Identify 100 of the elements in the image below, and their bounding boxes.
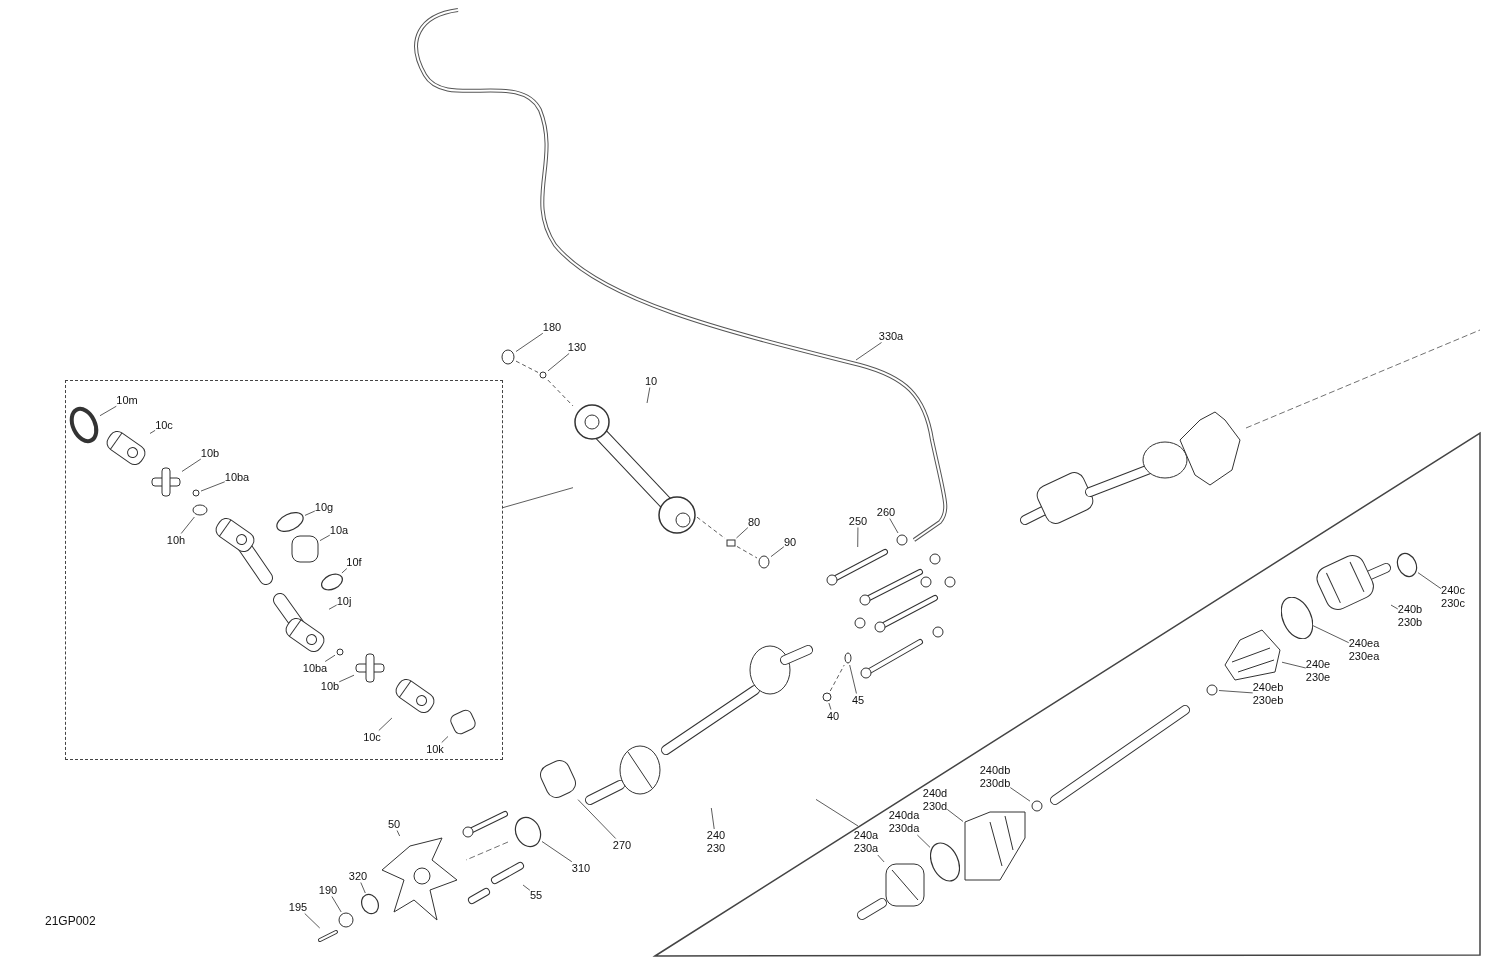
callout-number: 230da xyxy=(888,822,920,835)
drive-shaft xyxy=(1018,410,1243,526)
leader-line xyxy=(1312,625,1350,644)
leader-line xyxy=(547,353,570,372)
bolt xyxy=(825,547,890,587)
clamp xyxy=(1030,799,1044,813)
leader-line xyxy=(328,604,338,610)
leader-line xyxy=(181,458,202,472)
leader-line xyxy=(946,809,964,822)
callout-number: 40 xyxy=(826,709,840,723)
leader-line xyxy=(916,834,931,848)
leader-line xyxy=(502,487,574,508)
callout-number: 230eb xyxy=(1252,694,1284,707)
callout-number: 330a xyxy=(878,329,904,343)
center-line xyxy=(515,360,539,373)
leader-line xyxy=(815,799,859,827)
seal-ring xyxy=(68,405,100,445)
clamp-band xyxy=(1281,597,1313,639)
callout-number: 10b xyxy=(320,679,340,693)
leader-line xyxy=(1009,787,1031,802)
callout-number: 240b xyxy=(1397,603,1423,616)
ring xyxy=(319,573,345,591)
leader-line xyxy=(1218,690,1254,694)
leader-line xyxy=(324,654,336,662)
nut xyxy=(895,533,909,547)
callout-number: 80 xyxy=(747,515,761,529)
leader-line xyxy=(378,717,393,731)
universal-joint-cross xyxy=(354,652,386,684)
leader-line xyxy=(319,534,331,541)
boot xyxy=(1223,628,1282,682)
callout-number: 240d xyxy=(922,787,948,800)
disc xyxy=(191,503,209,517)
leader-line xyxy=(522,884,531,891)
callout-number: 270 xyxy=(612,838,632,852)
figure-code: 21GP002 xyxy=(45,913,96,930)
leader-line xyxy=(200,481,226,492)
leader-line xyxy=(149,429,156,434)
callout-number: 10 xyxy=(644,374,658,388)
callout-number: 240e xyxy=(1305,658,1331,671)
callout-number: 240c xyxy=(1441,584,1465,597)
leader-line xyxy=(441,736,449,743)
callout-number: 10b xyxy=(200,446,220,460)
leader-line xyxy=(770,546,785,557)
callout-number: 240 xyxy=(706,829,726,842)
callout-number: 310 xyxy=(571,861,591,875)
callout-number: 320 xyxy=(348,869,368,883)
nut xyxy=(338,912,354,928)
callout-number: 195 xyxy=(288,900,308,914)
ring xyxy=(1396,552,1418,578)
leader-line xyxy=(828,702,832,710)
callout-number: 240da xyxy=(888,809,920,822)
washer xyxy=(757,554,771,570)
leader-line xyxy=(304,913,321,929)
callout-number: 50 xyxy=(387,817,401,831)
callout-number: 240ea xyxy=(1348,637,1380,650)
center-line xyxy=(736,546,758,559)
callout-number: 230 xyxy=(706,842,726,855)
callout-number: 130 xyxy=(567,340,587,354)
clamp-band xyxy=(930,842,960,882)
washer xyxy=(843,651,853,665)
callout-number: 230a xyxy=(853,842,879,855)
bolt xyxy=(725,538,737,548)
bearing-cap xyxy=(191,488,201,498)
clamp xyxy=(1205,683,1219,697)
callout-number: 10k xyxy=(426,742,444,756)
leader-line xyxy=(99,405,117,417)
callout-number: 10a xyxy=(329,523,349,537)
leader-line xyxy=(396,830,401,837)
callout-number: 10ba xyxy=(302,661,328,675)
leader-line xyxy=(855,342,882,361)
boot xyxy=(963,810,1027,882)
washer xyxy=(500,348,516,366)
callout-number: 10m xyxy=(116,393,138,407)
leader-line xyxy=(646,387,651,404)
ring xyxy=(514,816,542,848)
leader-line xyxy=(338,674,355,683)
callout-number: 10ba xyxy=(224,470,250,484)
pin xyxy=(316,928,340,944)
leader-line xyxy=(1390,604,1399,610)
callout-number: 250 xyxy=(848,514,868,528)
drive-shaft xyxy=(584,644,816,808)
callout-number: 90 xyxy=(783,535,797,549)
callout-number: 10f xyxy=(346,555,362,569)
washer xyxy=(360,893,380,915)
callout-number: 240eb xyxy=(1252,681,1284,694)
leader-line xyxy=(577,799,617,839)
callout-number: 230d xyxy=(922,800,948,813)
callout-number: 230c xyxy=(1441,597,1465,610)
callout-number: 230e xyxy=(1305,671,1331,684)
bearing-cap xyxy=(335,647,345,657)
leader-line xyxy=(736,527,749,539)
callout-number: 230db xyxy=(979,777,1011,790)
leader-line xyxy=(360,882,366,894)
center-line xyxy=(829,664,845,692)
ring xyxy=(275,511,305,533)
leader-line xyxy=(849,664,857,694)
callout-number: 260 xyxy=(876,505,896,519)
stud xyxy=(490,861,525,885)
callout-number: 180 xyxy=(542,320,562,334)
callout-number: 45 xyxy=(851,693,865,707)
